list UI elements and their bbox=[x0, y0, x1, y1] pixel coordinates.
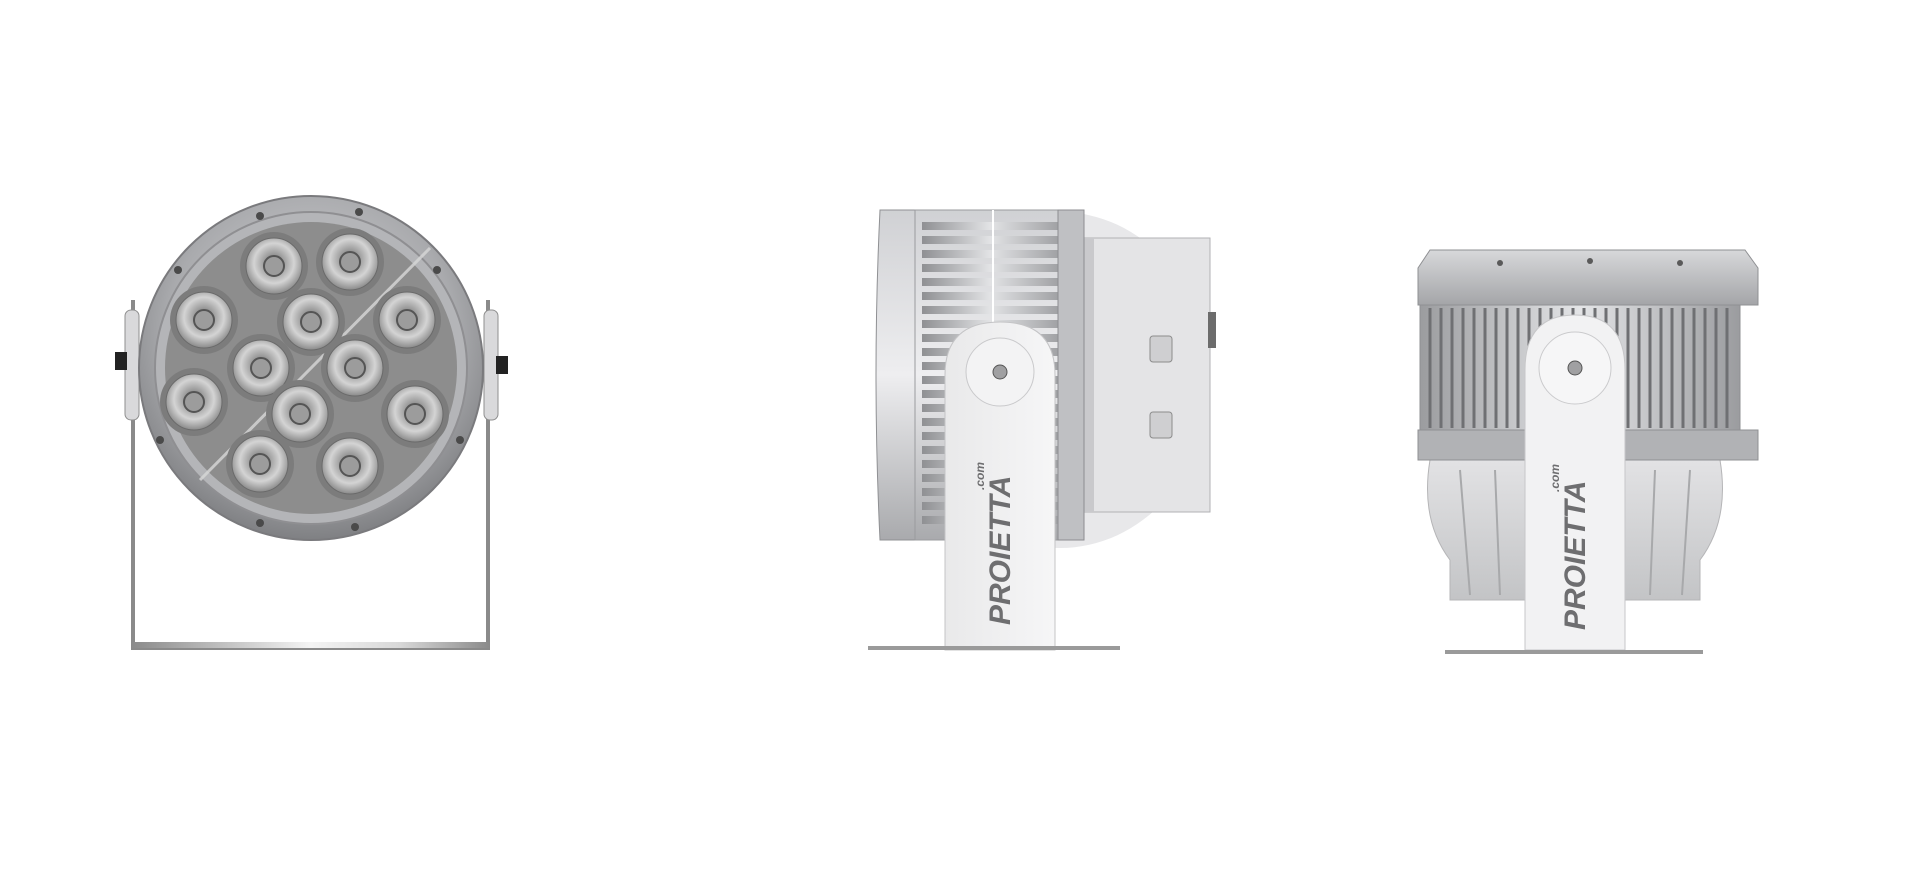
side-view-floodlight: PROIETTA .com bbox=[860, 0, 1260, 886]
side-view-drawing: PROIETTA .com bbox=[868, 209, 1216, 651]
led-7 bbox=[321, 334, 389, 402]
left-pivot-plate bbox=[124, 309, 140, 421]
led-5 bbox=[373, 286, 441, 354]
side-fin bbox=[922, 306, 1058, 314]
rear-top-cap bbox=[1417, 249, 1759, 306]
side-brand-wordmark: PROIETTA bbox=[984, 476, 1017, 625]
front-view-floodlight bbox=[100, 0, 520, 886]
back-brand-wordmark: PROIETTA bbox=[1559, 481, 1592, 630]
front-view-drawing bbox=[115, 195, 508, 650]
rear-cable-gland bbox=[1208, 312, 1216, 348]
rear-connector-upper bbox=[1149, 335, 1173, 363]
side-fin bbox=[922, 278, 1058, 286]
led-10 bbox=[381, 380, 449, 448]
rear-yoke-pivot-bolt bbox=[1567, 360, 1583, 376]
back-view-floodlight: PROIETTA .com bbox=[1390, 0, 1770, 886]
rear-mounting-yoke bbox=[1524, 314, 1626, 651]
bracket-base-bar bbox=[131, 642, 490, 648]
right-pivot-knob bbox=[496, 356, 508, 374]
led-8 bbox=[160, 368, 228, 436]
led-3 bbox=[170, 286, 238, 354]
side-fin bbox=[922, 236, 1058, 244]
led-6 bbox=[227, 334, 295, 402]
led-1 bbox=[240, 232, 308, 300]
rear-cap bbox=[1079, 237, 1211, 513]
led-4 bbox=[277, 288, 345, 356]
led-11 bbox=[226, 430, 294, 498]
led-array bbox=[160, 228, 449, 500]
yoke-pivot-bolt bbox=[992, 364, 1008, 380]
side-base-plate bbox=[868, 646, 1120, 650]
ring-screws bbox=[156, 208, 464, 531]
side-fin bbox=[922, 250, 1058, 258]
side-brand-domain: .com bbox=[973, 462, 987, 490]
back-view-drawing: PROIETTA .com bbox=[1417, 249, 1759, 654]
top-cap-screws bbox=[1497, 258, 1683, 266]
side-fin bbox=[922, 264, 1058, 272]
led-9 bbox=[266, 380, 334, 448]
back-base-plate bbox=[1445, 650, 1703, 654]
rear-connector-lower bbox=[1149, 411, 1173, 439]
left-pivot-knob bbox=[115, 352, 127, 370]
side-fin bbox=[922, 292, 1058, 300]
mid-ring bbox=[1057, 209, 1085, 541]
right-pivot-plate bbox=[483, 309, 499, 421]
side-fin bbox=[922, 222, 1058, 230]
led-2 bbox=[316, 228, 384, 296]
rear-lower-ribs bbox=[1459, 469, 1691, 596]
back-brand-domain: .com bbox=[1548, 464, 1562, 492]
led-12 bbox=[316, 432, 384, 500]
mounting-yoke bbox=[944, 321, 1056, 651]
front-bezel-side bbox=[875, 209, 916, 541]
